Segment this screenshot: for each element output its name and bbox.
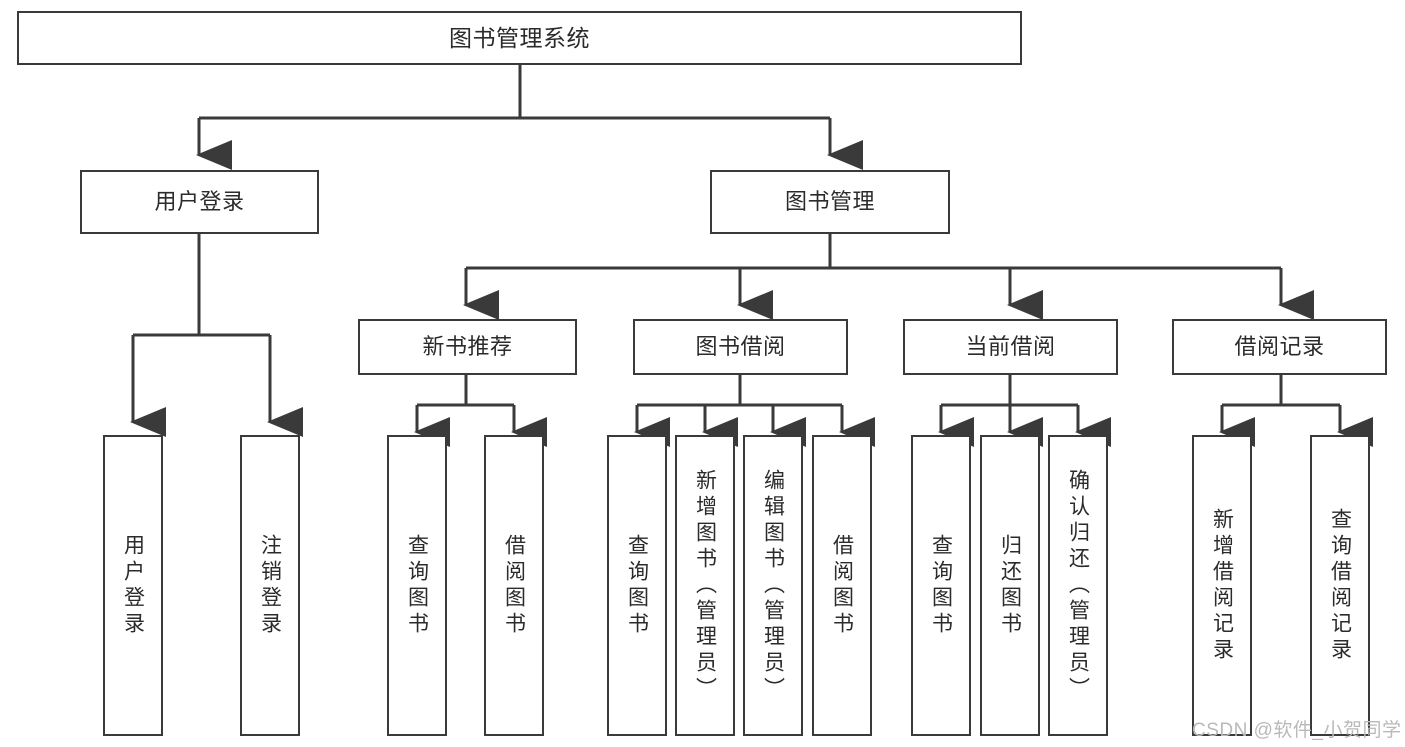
node-leaf-user-login[interactable]: 用户登录	[103, 435, 163, 736]
node-label: 借阅图书	[830, 533, 854, 638]
node-label: 新增图书（管理员）	[693, 468, 717, 703]
node-label: 归还图书	[998, 533, 1022, 638]
node-borrow-record[interactable]: 借阅记录	[1172, 319, 1387, 375]
node-leaf-logout[interactable]: 注销登录	[240, 435, 300, 736]
node-leaf-edit-book-admin[interactable]: 编辑图书（管理员）	[743, 435, 803, 736]
node-label: 借阅记录	[1234, 334, 1325, 360]
node-label: 用户登录	[121, 533, 145, 638]
node-label: 确认归还（管理员）	[1066, 468, 1090, 703]
node-label: 图书借阅	[695, 334, 786, 360]
node-label: 查询图书	[625, 533, 649, 638]
node-label: 图书管理	[784, 189, 875, 215]
node-leaf-search-borrow-record[interactable]: 查询借阅记录	[1310, 435, 1370, 736]
node-label: 查询图书	[405, 533, 429, 638]
node-leaf-search-book-borrow[interactable]: 查询图书	[607, 435, 667, 736]
node-user-login[interactable]: 用户登录	[80, 170, 319, 234]
node-root-system[interactable]: 图书管理系统	[17, 11, 1022, 65]
node-book-management[interactable]: 图书管理	[710, 170, 950, 234]
node-label: 查询图书	[929, 533, 953, 638]
node-label: 当前借阅	[965, 334, 1056, 360]
node-label: 用户登录	[154, 189, 245, 215]
node-book-borrow[interactable]: 图书借阅	[633, 319, 848, 375]
node-label: 图书管理系统	[449, 24, 590, 51]
node-current-borrow[interactable]: 当前借阅	[903, 319, 1118, 375]
node-leaf-search-book-recommend[interactable]: 查询图书	[387, 435, 447, 736]
node-label: 编辑图书（管理员）	[761, 468, 785, 703]
node-leaf-confirm-return-admin[interactable]: 确认归还（管理员）	[1048, 435, 1108, 736]
node-leaf-add-borrow-record[interactable]: 新增借阅记录	[1192, 435, 1252, 736]
node-label: 新增借阅记录	[1210, 507, 1234, 664]
node-leaf-return-book[interactable]: 归还图书	[980, 435, 1040, 736]
node-leaf-add-book-admin[interactable]: 新增图书（管理员）	[675, 435, 735, 736]
node-leaf-search-book-current[interactable]: 查询图书	[911, 435, 971, 736]
csdn-watermark: CSDN @软件_小贺同学	[1192, 720, 1402, 741]
node-label: 查询借阅记录	[1328, 507, 1352, 664]
node-label: 注销登录	[258, 533, 282, 638]
node-leaf-borrow-book-recommend[interactable]: 借阅图书	[484, 435, 544, 736]
node-label: 新书推荐	[422, 334, 513, 360]
node-leaf-borrow-book[interactable]: 借阅图书	[812, 435, 872, 736]
node-new-book-recommend[interactable]: 新书推荐	[358, 319, 577, 375]
node-label: 借阅图书	[502, 533, 526, 638]
